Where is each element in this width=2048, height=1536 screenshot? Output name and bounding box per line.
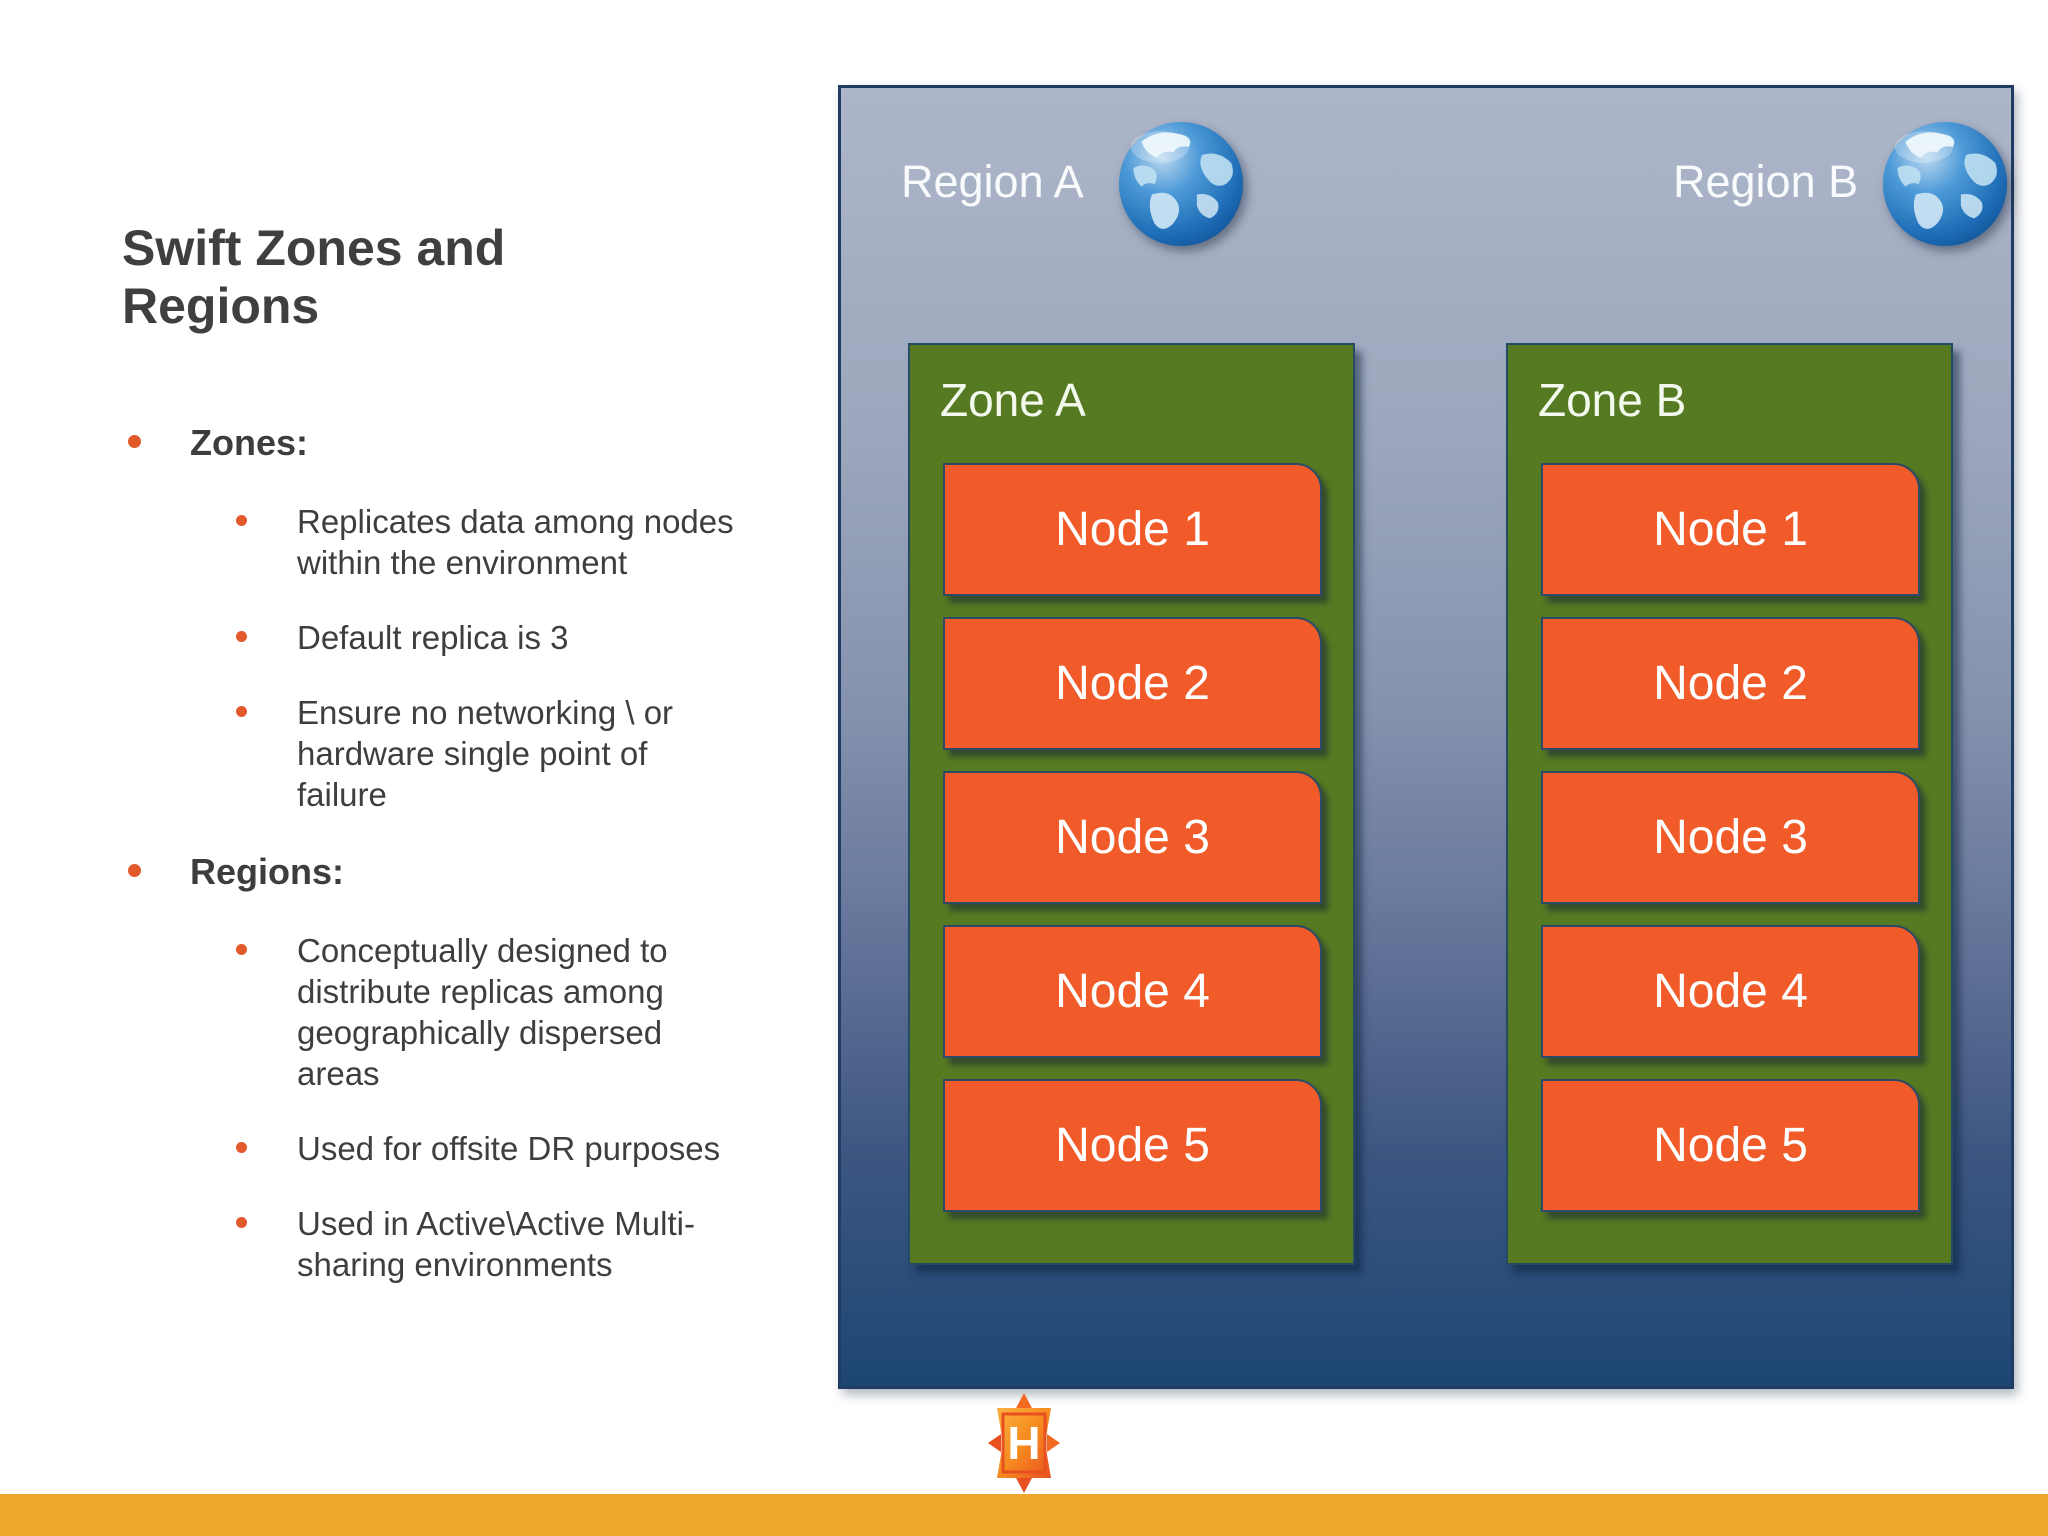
zone-b-label: Zone B [1538,374,1687,426]
sub-bullet-text: Replicates data among nodes within the e… [297,503,734,581]
h-badge-logo: H [988,1393,1060,1493]
globe-icon [1118,121,1244,247]
svg-text:H: H [1007,1417,1040,1469]
sub-bullet-text: Used for offsite DR purposes [297,1130,721,1167]
bullet-regions: Regions: [0,849,740,894]
page-title: Swift Zones and Regions [122,219,506,334]
globe-icon [1882,121,2008,247]
regions-diagram-panel: Region A Region B [838,85,2014,1389]
bullet-icon [236,1217,247,1228]
node-box: Node 5 [943,1079,1322,1212]
node-box: Node 4 [1541,925,1920,1058]
bullet-icon [236,1142,247,1153]
bullet-zones: Zones: [0,420,740,465]
region-b-label: Region B [1673,156,1859,207]
bullet-label: Regions: [190,851,345,892]
sub-bullet: Ensure no networking \ or hardware singl… [0,692,740,815]
node-box: Node 1 [1541,463,1920,596]
node-box: Node 1 [943,463,1322,596]
sub-bullet: Used for offsite DR purposes [0,1128,740,1169]
bullet-icon [128,864,141,877]
sub-bullet-text: Default replica is 3 [297,619,569,656]
footer-accent-bar [0,1494,2048,1536]
zone-b-nodes: Node 1 Node 2 Node 3 Node 4 Node 5 [1541,463,1920,1233]
sub-bullet: Conceptually designed to distribute repl… [0,930,740,1094]
node-box: Node 2 [1541,617,1920,750]
bullet-icon [236,631,247,642]
sub-bullet-text: Ensure no networking \ or hardware singl… [297,694,674,813]
bullet-icon [236,515,247,526]
sub-bullet: Replicates data among nodes within the e… [0,501,740,583]
sub-bullet: Default replica is 3 [0,617,740,658]
zone-b-box: Zone B Node 1 Node 2 Node 3 Node 4 Node … [1506,343,1953,1265]
zone-a-box: Zone A Node 1 Node 2 Node 3 Node 4 Node … [908,343,1355,1265]
zone-a-label: Zone A [940,374,1086,426]
sub-bullet: Used in Active\Active Multi- sharing env… [0,1203,740,1285]
sub-bullet-text: Used in Active\Active Multi- sharing env… [297,1205,695,1283]
sub-bullet-text: Conceptually designed to distribute repl… [297,932,668,1092]
node-box: Node 4 [943,925,1322,1058]
bullet-icon [236,706,247,717]
zone-a-nodes: Node 1 Node 2 Node 3 Node 4 Node 5 [943,463,1322,1233]
region-a-label: Region A [901,156,1084,207]
bullet-list: Zones: Replicates data among nodes withi… [0,420,740,1319]
node-box: Node 2 [943,617,1322,750]
bullet-label: Zones: [190,422,309,463]
bullet-icon [128,435,141,448]
bullet-icon [236,944,247,955]
node-box: Node 3 [943,771,1322,904]
node-box: Node 5 [1541,1079,1920,1212]
node-box: Node 3 [1541,771,1920,904]
